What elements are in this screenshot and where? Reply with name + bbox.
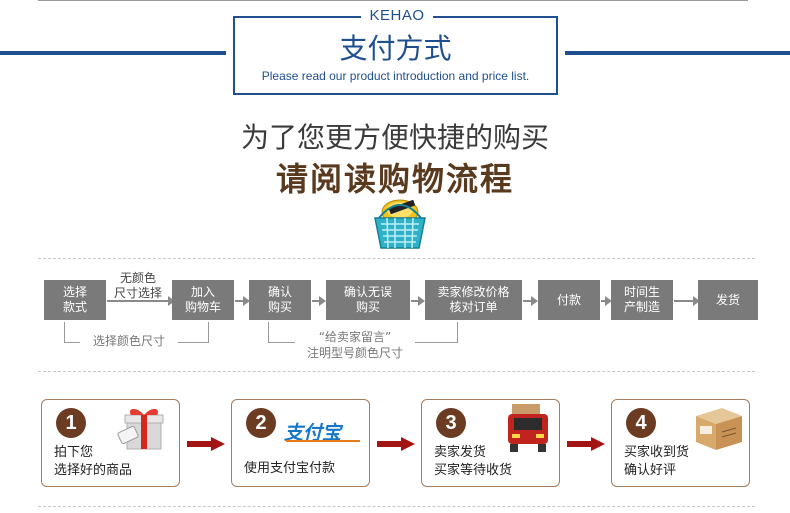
flow-arrow bbox=[107, 296, 175, 306]
flow-bottom-divider bbox=[38, 371, 755, 372]
step-number-badge: 1 bbox=[56, 408, 86, 438]
truck-icon bbox=[508, 404, 548, 452]
alipay-logo-underline bbox=[286, 440, 360, 442]
flow-arrow bbox=[523, 296, 538, 306]
section-title: 支付方式 bbox=[339, 32, 452, 65]
card-text: 买家收到货确认好评 bbox=[624, 445, 690, 478]
flow-step-seller-price: 卖家修改价格核对订单 bbox=[425, 280, 522, 320]
message-note-line1: “给卖家留言” bbox=[295, 330, 415, 345]
card-text: 使用支付宝付款 bbox=[244, 461, 336, 476]
package-icon bbox=[696, 408, 742, 450]
section-subtitle: Please read our product introduction and… bbox=[261, 69, 530, 83]
flow-arrow bbox=[674, 296, 700, 306]
brand-label: KEHAO bbox=[361, 7, 433, 25]
top-divider bbox=[38, 0, 748, 1]
step-number-badge: 2 bbox=[246, 408, 276, 438]
step-card-ship: 3 卖家发货买家等待收货 bbox=[421, 399, 560, 487]
flow-arrow bbox=[235, 296, 250, 306]
step-card-order: 1 拍下您选择好的商品 bbox=[41, 399, 180, 487]
step-arrow-icon bbox=[567, 437, 605, 451]
flow-step-confirm-buy: 确认购买 bbox=[249, 280, 311, 320]
flow-step-select-style: 选择款式 bbox=[44, 280, 106, 320]
flow-step-ship: 发货 bbox=[698, 280, 758, 320]
card-text: 卖家发货买家等待收货 bbox=[434, 445, 513, 478]
flow-step-produce: 时间生产制造 bbox=[611, 280, 673, 320]
bottom-divider bbox=[38, 506, 755, 507]
flow-step-confirm-ok: 确认无误购买 bbox=[326, 280, 410, 320]
headline-primary: 为了您更方便快捷的购买 bbox=[240, 121, 549, 154]
card-text: 拍下您选择好的商品 bbox=[54, 445, 133, 478]
flow-arrow bbox=[411, 296, 425, 306]
alipay-logo: 支付宝 bbox=[284, 422, 342, 444]
gift-box-icon bbox=[117, 408, 164, 450]
flow-top-divider bbox=[38, 258, 755, 259]
no-color-size-note: 无颜色尺寸选择 bbox=[113, 271, 162, 300]
shopping-basket-icon bbox=[374, 199, 426, 249]
header-right-bar bbox=[565, 51, 790, 55]
header-left-bar bbox=[0, 51, 226, 55]
step-arrow-icon bbox=[377, 437, 415, 451]
step-card-pay: 2 支付宝 使用支付宝付款 bbox=[231, 399, 370, 487]
flow-step-add-cart: 加入购物车 bbox=[172, 280, 234, 320]
message-note-line2: 注明型号颜色尺寸 bbox=[306, 346, 403, 360]
step-number-badge: 4 bbox=[626, 408, 656, 438]
step-card-receive: 4 买家收到货确认好评 bbox=[611, 399, 750, 487]
flow-step-pay: 付款 bbox=[538, 280, 600, 320]
select-color-note: 选择颜色尺寸 bbox=[80, 334, 178, 349]
step-arrow-icon bbox=[187, 437, 225, 451]
step-number-badge: 3 bbox=[436, 408, 466, 438]
flow-arrow bbox=[601, 296, 612, 306]
headline-secondary: 请阅读购物流程 bbox=[275, 160, 514, 198]
flow-arrow bbox=[312, 296, 326, 306]
